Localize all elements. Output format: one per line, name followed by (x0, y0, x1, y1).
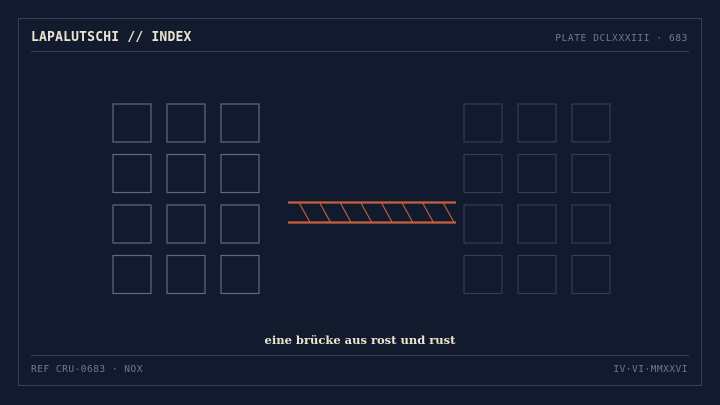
left-square (166, 204, 206, 244)
left-square (112, 254, 152, 295)
right-square (517, 103, 557, 143)
right-square (571, 103, 611, 143)
bridge-strut (339, 202, 352, 223)
bridge-strut (380, 202, 393, 223)
left-square (220, 153, 260, 194)
right-square (571, 204, 611, 244)
left-square (112, 103, 152, 143)
right-square (571, 153, 611, 194)
left-square (112, 153, 152, 194)
reference-label: REF CRU-0683 · NOX (31, 364, 143, 375)
left-square (166, 153, 206, 194)
right-square (463, 204, 503, 244)
plate-label: PLATE DCLXXXIII · 683 (555, 33, 688, 44)
left-square (220, 204, 260, 244)
bridge-strut (319, 202, 332, 223)
right-square (517, 204, 557, 244)
page-title: LAPALUTSCHI // INDEX (31, 30, 192, 45)
right-square (463, 153, 503, 194)
header-divider (31, 51, 689, 52)
bridge-strut (298, 202, 311, 223)
outer-frame (18, 18, 702, 386)
left-square (166, 103, 206, 143)
right-square (517, 153, 557, 194)
right-square (571, 254, 611, 295)
rust-bridge (288, 201, 456, 224)
bridge-strut (421, 202, 434, 223)
left-square (220, 103, 260, 143)
bridge-strut (442, 202, 455, 223)
left-square-grid (112, 103, 260, 295)
bridge-strut (401, 202, 414, 223)
right-square (463, 103, 503, 143)
left-square (166, 254, 206, 295)
footer-divider (31, 355, 689, 356)
date-label: IV·VI·MMXXVI (613, 364, 688, 375)
left-square (112, 204, 152, 244)
right-square (517, 254, 557, 295)
right-square (463, 254, 503, 295)
left-square (220, 254, 260, 295)
caption: eine brücke aus rost und rust (264, 333, 456, 347)
bridge-strut (360, 202, 373, 223)
right-square-grid (463, 103, 611, 295)
